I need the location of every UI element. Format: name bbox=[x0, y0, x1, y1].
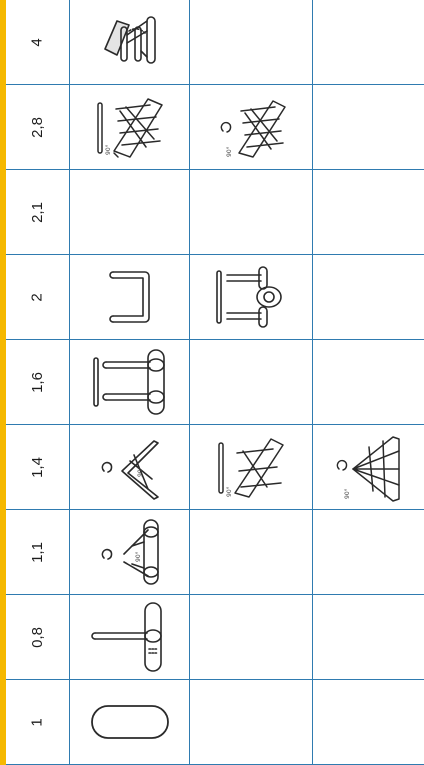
figure-cell bbox=[70, 0, 190, 85]
u-bracket-icon bbox=[108, 271, 150, 323]
figure-cell: 90° bbox=[70, 425, 190, 510]
row-label: 2,1 bbox=[28, 201, 46, 223]
empty-cell bbox=[190, 340, 313, 425]
empty-cell bbox=[313, 170, 424, 255]
empty-cell bbox=[70, 170, 190, 255]
row-label-cell: 2,1 bbox=[6, 170, 70, 255]
empty-cell bbox=[190, 680, 313, 765]
figure-cell bbox=[70, 255, 190, 340]
empty-cell bbox=[313, 0, 424, 85]
empty-cell bbox=[313, 85, 424, 170]
figure-cell bbox=[70, 595, 190, 680]
row-label-cell: 0,8 bbox=[6, 595, 70, 680]
row-label: 2 bbox=[29, 292, 46, 302]
row-label-cell: 2 bbox=[6, 255, 70, 340]
empty-cell bbox=[190, 0, 313, 85]
svg-text:90°: 90° bbox=[137, 466, 144, 477]
svg-text:90°: 90° bbox=[344, 488, 351, 499]
empty-cell bbox=[190, 595, 313, 680]
svg-text:90°: 90° bbox=[135, 551, 142, 562]
ring-triple-triangle-fan-icon: 90° bbox=[336, 436, 400, 502]
rod-triple-triangle-frame-icon: 90° bbox=[96, 98, 163, 158]
row-label-cell: 1,6 bbox=[6, 340, 70, 425]
svg-text:90°: 90° bbox=[226, 146, 233, 157]
row-label: 4 bbox=[29, 37, 46, 47]
svg-text:90°: 90° bbox=[105, 144, 112, 155]
empty-cell bbox=[313, 340, 424, 425]
figure-cell: 90° bbox=[70, 85, 190, 170]
figure-cell: 90° bbox=[190, 85, 313, 170]
figure-cell bbox=[70, 340, 190, 425]
row-label-cell: 2,8 bbox=[6, 85, 70, 170]
row-label-cell: 1,1 bbox=[6, 510, 70, 595]
row-label: 1,6 bbox=[28, 371, 46, 393]
row-label: 2,8 bbox=[28, 116, 46, 138]
empty-cell bbox=[313, 510, 424, 595]
row-label-cell: 1,4 bbox=[6, 425, 70, 510]
empty-cell bbox=[313, 595, 424, 680]
table-grid: 4 2,8 bbox=[6, 0, 424, 765]
row-label-cell: 4 bbox=[6, 0, 70, 85]
single-arm-roller-icon bbox=[90, 602, 162, 672]
svg-text:90°: 90° bbox=[226, 486, 233, 497]
rod-u-bracket-roller-icon bbox=[216, 266, 282, 328]
empty-cell bbox=[190, 510, 313, 595]
figure-cell bbox=[70, 680, 190, 765]
frame-figure-table: 4 2,8 bbox=[6, 0, 424, 765]
row-label: 0,8 bbox=[28, 626, 46, 648]
figure-cell: 90° bbox=[313, 425, 424, 510]
figure-cell: 90° bbox=[190, 425, 313, 510]
rounded-loop-icon bbox=[90, 705, 169, 739]
rod-double-triangle-frame-icon: 90° bbox=[218, 438, 284, 498]
empty-cell bbox=[190, 170, 313, 255]
ring-triangle-frame-icon: 90° bbox=[101, 440, 159, 500]
row-label: 1 bbox=[29, 717, 46, 727]
rod-double-arm-roller-icon bbox=[92, 349, 165, 415]
ring-triple-triangle-frame-icon: 90° bbox=[220, 100, 286, 158]
row-label: 1,4 bbox=[28, 456, 46, 478]
figure-cell bbox=[190, 255, 313, 340]
row-label: 1,1 bbox=[28, 541, 46, 563]
figure-cell: 90° bbox=[70, 510, 190, 595]
ring-roller-frame-icon: 90° bbox=[101, 519, 159, 585]
empty-cell bbox=[313, 680, 424, 765]
chair-frame-with-seat-plate-icon bbox=[103, 16, 156, 64]
empty-cell bbox=[313, 255, 424, 340]
row-label-cell: 1 bbox=[6, 680, 70, 765]
yellow-margin-stripe bbox=[0, 0, 6, 765]
